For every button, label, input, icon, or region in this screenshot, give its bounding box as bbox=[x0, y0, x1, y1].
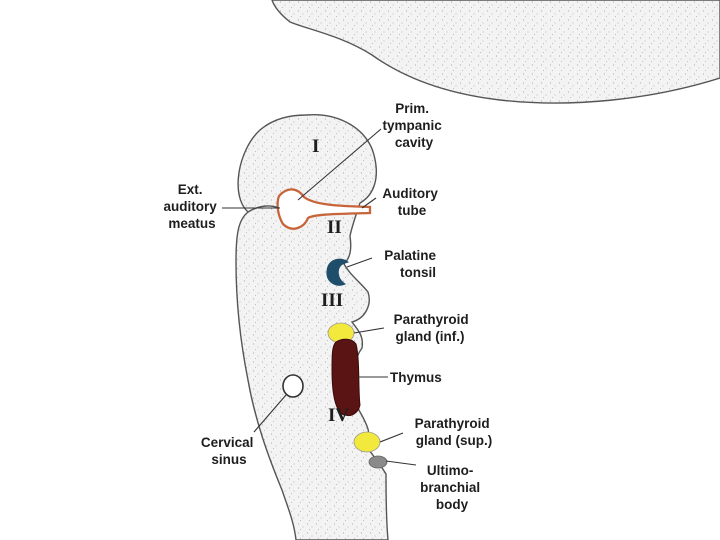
arch-label-i: I bbox=[312, 136, 319, 157]
label-thymus: Thymus bbox=[390, 370, 442, 385]
leader-palatine-tonsil bbox=[347, 258, 372, 267]
arch-body bbox=[236, 115, 388, 540]
label-cervical-sinus: Cervical sinus bbox=[201, 435, 257, 467]
ultimobranchial-body-shape bbox=[369, 456, 387, 468]
parathyroid-superior-shape bbox=[354, 432, 380, 452]
label-parathyroid-inferior: Parathyroid gland (inf.) bbox=[394, 312, 473, 344]
cervical-sinus-shape bbox=[283, 375, 303, 397]
leader-parathyroid-sup bbox=[380, 433, 403, 442]
label-ext-auditory-meatus: Ext. auditory meatus bbox=[163, 182, 220, 231]
arch-label-iv: IV bbox=[328, 405, 349, 426]
label-parathyroid-superior: Parathyroid gland (sup.) bbox=[415, 416, 494, 448]
label-prim-tympanic: Prim. tympanic cavity bbox=[382, 101, 445, 150]
leader-ultimobranchial bbox=[386, 461, 416, 465]
label-palatine-tonsil: Palatine tonsil bbox=[384, 248, 440, 280]
upper-tissue-region bbox=[272, 0, 720, 103]
arch-label-iii: III bbox=[321, 290, 343, 311]
label-ultimobranchial-body: Ultimo- branchial body bbox=[420, 463, 484, 512]
arch-label-ii: II bbox=[327, 217, 342, 238]
label-auditory-tube: Auditory tube bbox=[382, 186, 441, 218]
